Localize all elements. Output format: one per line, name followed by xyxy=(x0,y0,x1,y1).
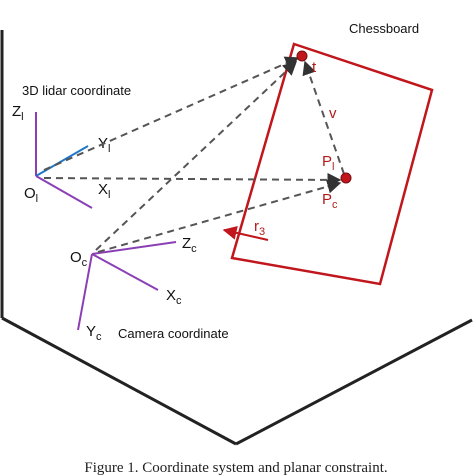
arrow-camera-to-pc xyxy=(97,179,342,253)
arrow-lidar-to-pl xyxy=(43,172,342,187)
arrow-lidar-to-t xyxy=(43,56,300,171)
camera-frame-label: Camera coordinate xyxy=(118,326,229,341)
camera-origin-label: Oc xyxy=(70,249,88,269)
lidar-x-axis xyxy=(35,175,93,209)
pc-label: Pc xyxy=(322,191,338,211)
lidar-origin-label: Ol xyxy=(24,185,38,205)
figure-caption: Figure 1. Coordinate system and planar c… xyxy=(84,460,387,475)
t-label: t xyxy=(312,59,317,76)
camera-z-axis xyxy=(91,241,177,255)
arrow-v-pl-to-t xyxy=(302,60,345,175)
camera-axes xyxy=(77,241,177,331)
v-label: v xyxy=(329,105,337,122)
arrow-camera-to-t xyxy=(95,61,298,251)
floor-right-edge xyxy=(235,318,473,446)
lidar-y-axis xyxy=(35,145,89,177)
lidar-axes xyxy=(35,112,93,209)
camera-y-axis xyxy=(77,253,93,331)
projection-arrows xyxy=(43,56,345,253)
lidar-x-label: Xl xyxy=(98,181,110,201)
camera-z-label: Zc xyxy=(182,235,197,255)
chessboard-label: Chessboard xyxy=(349,21,419,36)
point-t xyxy=(296,50,308,62)
camera-y-label: Yc xyxy=(86,323,102,343)
floor-left-edge xyxy=(1,316,237,446)
camera-x-label: Xc xyxy=(166,287,182,307)
floor-outline xyxy=(0,30,473,446)
pl-label: Pl xyxy=(322,153,334,173)
lidar-z-label: Zl xyxy=(12,103,24,123)
r3-label: r3 xyxy=(254,218,265,238)
lidar-frame-label: 3D lidar coordinate xyxy=(22,83,131,98)
camera-x-axis xyxy=(91,253,159,291)
point-p xyxy=(340,172,352,184)
normal-vector-r3 xyxy=(222,225,269,241)
chessboard-plane xyxy=(230,42,434,286)
